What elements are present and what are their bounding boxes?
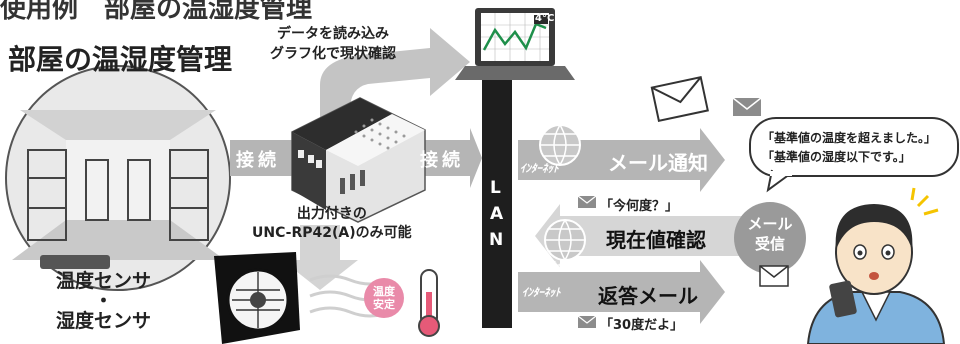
envelope-icon [577,315,597,328]
bubble-line: 「基準値の湿度以下です。」 [762,150,911,164]
arrow-to-monitor [320,28,470,120]
globe-icon [544,219,586,261]
sensor-label: ・ [94,290,114,312]
reply-mail-arrow [518,260,725,324]
fan-icon [214,252,391,344]
lan-letter: L [490,178,501,198]
mail-notify-label: メール通知 [608,151,708,175]
internet-label: ｲﾝﾀｰﾈｯﾄ [522,286,561,299]
current-check-label: 現在値確認 [606,228,706,252]
thermometer-icon [418,269,440,337]
stable-line: 温度 [373,285,395,298]
stable-line: 安定 [373,298,395,311]
stable-badge [364,278,404,318]
globe-icon [539,124,581,166]
room-illustration [5,65,231,291]
reply-message: 「30度だよ」 [600,318,684,333]
connect-label-left: 接続 [236,150,280,171]
lan-letter: A [490,204,504,224]
page-heading: 使用例 部屋の温湿度管理 [0,0,313,24]
lan-bar [482,80,512,328]
laptop-icon [455,8,575,80]
monitor-badge: 4°C [535,13,555,24]
lan-letter: N [489,230,504,250]
device-unc-rp42 [291,97,426,223]
query-message: 「今何度？」 [600,199,679,214]
sensor-label: 温度センサ [56,270,152,292]
mail-received-badge [734,202,806,274]
current-check-arrow [535,204,742,268]
mail-received-line: メール [747,215,793,233]
caption-data: データを読み込み グラフ化で現状確認 [270,24,396,64]
envelope-icon [577,195,597,208]
mail-received-label: メール 受信 [738,214,802,254]
sensor-label: 湿度センサ [56,310,152,332]
room-title: 部屋の温湿度管理 [8,43,233,76]
internet-label: ｲﾝﾀｰﾈｯﾄ [520,162,559,175]
envelope-icon [650,76,709,123]
caption-line: データを読み込み [277,26,389,42]
internet-label: ｲﾝﾀｰﾈｯﾄ [528,260,567,273]
caption-line: UNC-RP42(A)のみ可能 [252,225,412,241]
connect-label-right: 接続 [420,150,464,171]
envelope-icon [759,265,789,287]
envelope-icon [732,97,762,116]
caption-line: グラフ化で現状確認 [270,46,396,62]
sensor-labels: 温度センサ ・ 湿度センサ [56,268,151,334]
caption-line: 出力付きの [296,206,367,222]
bubble-line: 「基準値の温度を超えました。」 [762,131,937,145]
connect-bar-left [230,140,300,176]
output-caption: 出力付きの UNC-RP42(A)のみ可能 [252,205,412,243]
speech-bubble [749,117,959,193]
mail-received-line: 受信 [754,235,785,253]
stable-label: 温度 安定 [368,285,400,311]
arrow-to-fan [282,225,358,290]
reply-mail-label: 返答メール [598,284,698,308]
person-illustration [806,187,946,344]
